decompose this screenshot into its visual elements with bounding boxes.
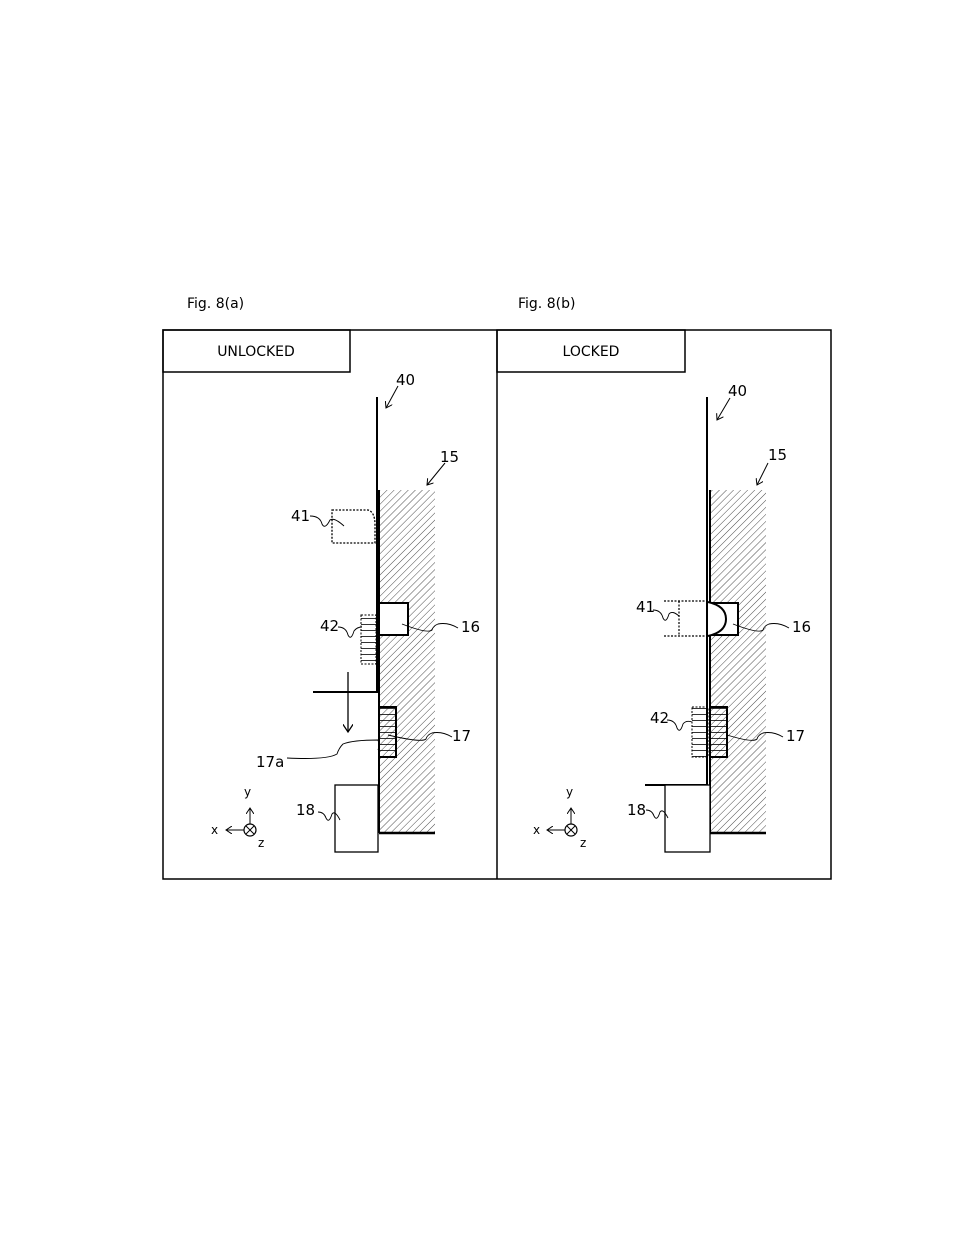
member-40: [313, 397, 378, 693]
part-18: [664, 784, 711, 853]
ref-16: 16: [461, 618, 480, 636]
axis-x-label: x: [211, 823, 218, 837]
panel-unlocked: UNLOCKED 40 15 41 42 16 17 17a 18: [162, 329, 480, 853]
state-label: LOCKED: [563, 344, 620, 360]
ref-18: 18: [627, 801, 646, 819]
part-18: [334, 784, 379, 853]
part-17: [378, 706, 397, 758]
ref-17a: 17a: [256, 753, 284, 771]
ref-40: 40: [396, 371, 415, 389]
figure-caption-b: Fig. 8(b): [518, 296, 575, 312]
ref-41: 41: [636, 598, 655, 616]
part-17: [709, 706, 728, 758]
ref-42: 42: [650, 709, 669, 727]
part-42: [691, 706, 709, 758]
part-41: [664, 600, 707, 637]
ref-17: 17: [786, 727, 805, 745]
ref-16: 16: [792, 618, 811, 636]
axis-y-label: y: [566, 785, 573, 799]
ref-17: 17: [452, 727, 471, 745]
ref-42: 42: [320, 617, 339, 635]
ref-15: 15: [768, 446, 787, 464]
axis-x-label: x: [533, 823, 540, 837]
body-15: [710, 490, 766, 833]
ref-41: 41: [291, 507, 310, 525]
panel-locked: LOCKED 40 15 41 42 16 17 18 y: [496, 329, 811, 853]
state-label-box: [496, 329, 686, 373]
state-label-box: [162, 329, 351, 373]
axis-z-label: z: [258, 836, 264, 850]
axis-z-label: z: [580, 836, 586, 850]
body-15: [379, 490, 435, 833]
figure-caption-a: Fig. 8(a): [187, 296, 244, 312]
axis-indicator: y x z: [533, 785, 586, 850]
state-label: UNLOCKED: [217, 344, 295, 360]
ref-40: 40: [728, 382, 747, 400]
ref-18: 18: [296, 801, 315, 819]
recess-16: [378, 602, 409, 636]
part-41: [331, 509, 376, 544]
ref-15: 15: [440, 448, 459, 466]
axis-y-label: y: [244, 785, 251, 799]
part-42: [360, 614, 377, 665]
axis-indicator: y x z: [211, 785, 264, 850]
